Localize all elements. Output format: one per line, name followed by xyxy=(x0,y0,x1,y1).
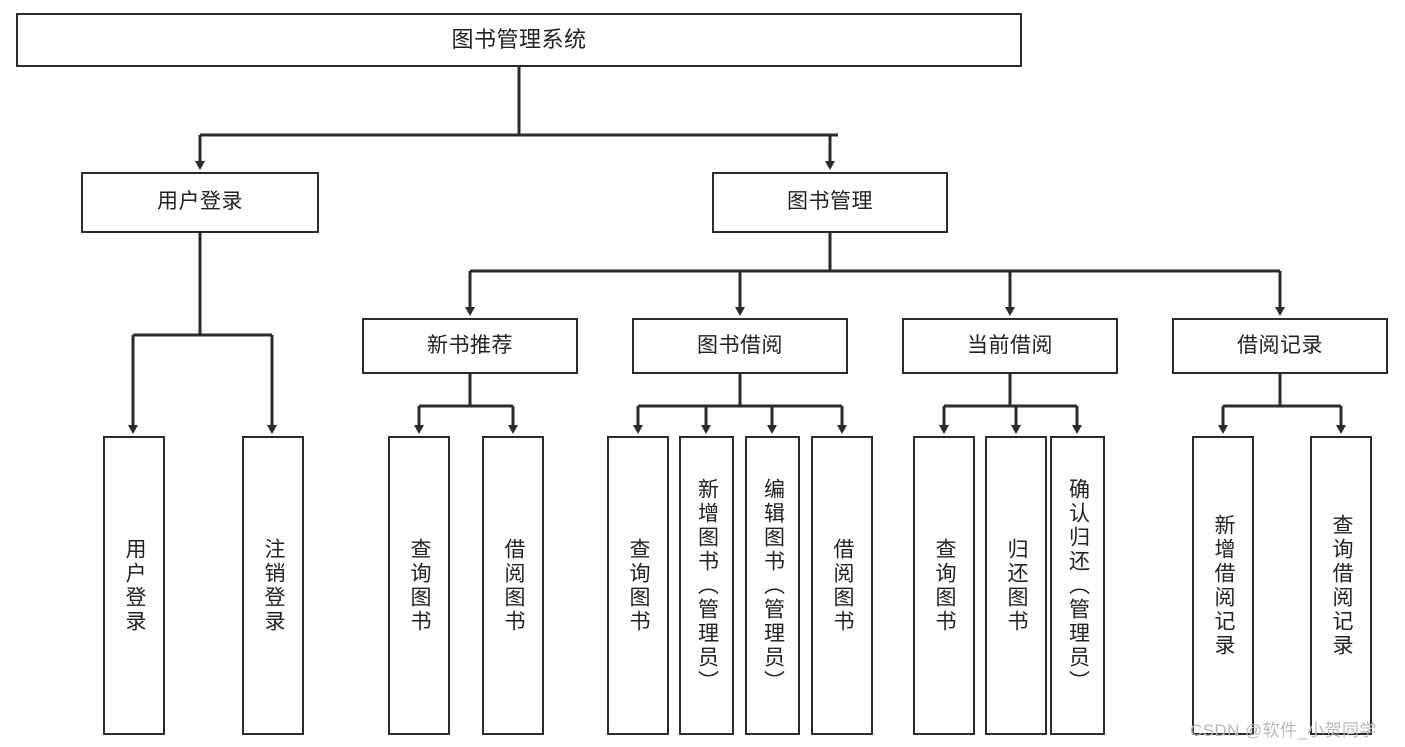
leaf-confirm-return-label: 确认归还（管理员） xyxy=(1066,477,1090,694)
leaf-return-book-label: 归还图书 xyxy=(1005,537,1029,634)
node-book-management[interactable]: 图书管理 xyxy=(712,172,948,233)
leaf-confirm-return[interactable]: 确认归还（管理员） xyxy=(1050,436,1105,735)
node-new-book-recommend[interactable]: 新书推荐 xyxy=(362,318,578,374)
leaf-user-login-label: 用户登录 xyxy=(123,537,147,634)
leaf-return-book[interactable]: 归还图书 xyxy=(985,436,1047,735)
leaf-query-record-label: 查询借阅记录 xyxy=(1330,513,1354,658)
csdn-watermark: CSDN @软件_小贺同学 xyxy=(1190,721,1377,740)
node-current-borrow-label: 当前借阅 xyxy=(967,333,1053,357)
node-borrow-record[interactable]: 借阅记录 xyxy=(1172,318,1388,374)
leaf-borrow-book-1-label: 借阅图书 xyxy=(502,537,526,634)
leaf-user-logout-label: 注销登录 xyxy=(262,537,286,634)
node-book-borrow-label: 图书借阅 xyxy=(697,333,783,357)
leaf-add-book[interactable]: 新增图书（管理员） xyxy=(679,436,734,735)
leaf-add-record[interactable]: 新增借阅记录 xyxy=(1192,436,1254,735)
leaf-query-book-1-label: 查询图书 xyxy=(408,537,432,634)
leaf-query-book-3[interactable]: 查询图书 xyxy=(913,436,975,735)
leaf-edit-book[interactable]: 编辑图书（管理员） xyxy=(745,436,800,735)
node-user-login[interactable]: 用户登录 xyxy=(81,172,319,233)
leaf-add-record-label: 新增借阅记录 xyxy=(1212,513,1236,658)
node-book-borrow[interactable]: 图书借阅 xyxy=(632,318,848,374)
leaf-query-record[interactable]: 查询借阅记录 xyxy=(1310,436,1372,735)
leaf-borrow-book-2-label: 借阅图书 xyxy=(831,537,855,634)
node-root[interactable]: 图书管理系统 xyxy=(16,13,1022,67)
leaf-edit-book-label: 编辑图书（管理员） xyxy=(761,477,785,694)
leaf-query-book-1[interactable]: 查询图书 xyxy=(388,436,450,735)
leaf-add-book-label: 新增图书（管理员） xyxy=(695,477,719,694)
leaf-query-book-3-label: 查询图书 xyxy=(933,537,957,634)
leaf-borrow-book-2[interactable]: 借阅图书 xyxy=(811,436,873,735)
node-user-login-label: 用户登录 xyxy=(157,190,243,214)
node-borrow-record-label: 借阅记录 xyxy=(1237,333,1323,357)
leaf-user-login[interactable]: 用户登录 xyxy=(103,436,165,735)
leaf-borrow-book-1[interactable]: 借阅图书 xyxy=(482,436,544,735)
node-new-book-recommend-label: 新书推荐 xyxy=(427,333,513,357)
leaf-query-book-2-label: 查询图书 xyxy=(627,537,651,634)
leaf-query-book-2[interactable]: 查询图书 xyxy=(607,436,669,735)
node-root-label: 图书管理系统 xyxy=(451,27,587,53)
node-book-management-label: 图书管理 xyxy=(787,190,873,214)
leaf-user-logout[interactable]: 注销登录 xyxy=(242,436,304,735)
node-current-borrow[interactable]: 当前借阅 xyxy=(902,318,1118,374)
